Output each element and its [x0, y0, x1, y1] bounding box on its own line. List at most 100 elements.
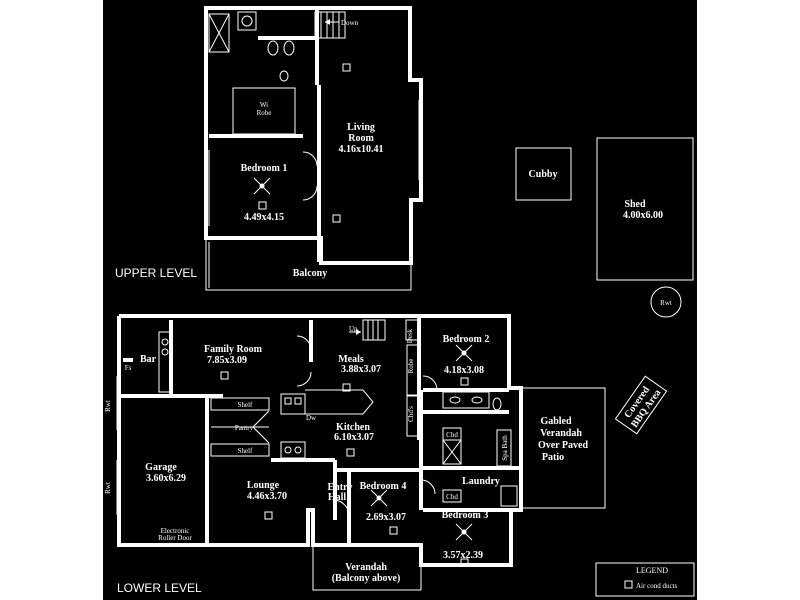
garage-label: Garage — [145, 462, 177, 473]
toilet-3 — [279, 70, 289, 82]
shelf-bottom — [210, 443, 270, 457]
air-duct-icon — [460, 558, 469, 567]
family-door — [296, 335, 312, 351]
hall-label: Hall — [328, 492, 347, 503]
air-duct-icon — [220, 371, 229, 380]
balcony-label: Balcony — [293, 268, 327, 279]
cbd-bottom-label: Cbd — [446, 493, 458, 501]
bedroom2-size: 4.18x3.08 — [444, 365, 484, 376]
air-duct-icon — [332, 214, 341, 223]
upper-level-label: UPPER LEVEL — [115, 266, 197, 280]
cubby-outline — [515, 147, 572, 201]
legend-box — [595, 562, 695, 597]
cbd-bottom-box — [442, 489, 462, 503]
robe-box — [406, 344, 420, 396]
gabled-label-2: Verandah — [540, 428, 582, 439]
family-room-size: 7.85x3.09 — [207, 355, 247, 366]
living-room-label-2: Room — [348, 133, 374, 144]
shelf-top — [210, 397, 270, 411]
entry-door — [334, 499, 350, 517]
shower-lower — [442, 439, 462, 465]
pantry-door — [252, 410, 270, 444]
gabled-label-3: Over Paved — [538, 440, 589, 451]
roller-door-label-1: Electronic — [161, 527, 190, 535]
spa-bath-label: Spa Bath — [501, 435, 509, 461]
air-duct-icon — [258, 201, 267, 210]
air-duct-icon — [346, 448, 355, 457]
bedroom3-label: Bedroom 3 — [442, 510, 489, 521]
bed4-door — [420, 479, 436, 495]
toilet-2 — [283, 40, 295, 56]
bar-label: Bar — [140, 354, 157, 365]
floor-plan: Down Wi Robe Living Room 4.16x10.41 Bedr… — [103, 0, 697, 600]
air-duct-icon — [460, 377, 469, 386]
wi-robe-label: Wi — [260, 101, 268, 109]
verandah-label-2: (Balcony above) — [332, 573, 401, 584]
air-duct-icon — [264, 511, 273, 520]
front-verandah-outline — [312, 545, 421, 591]
dishwasher-sink — [280, 393, 306, 415]
chds-label: Chd's — [407, 406, 415, 422]
shed-outline — [596, 137, 694, 281]
bedroom4-label: Bedroom 4 — [360, 481, 407, 492]
robe-label: Robe — [407, 359, 415, 374]
lounge-size: 4.46x3.70 — [247, 491, 287, 502]
family-room-label: Family Room — [204, 344, 263, 355]
lower-stair — [362, 319, 386, 341]
gabled-label-1: Gabled — [540, 416, 572, 427]
bedroom3-size: 3.57x2.39 — [443, 550, 483, 561]
floor-plan-drawing: Down Wi Robe Living Room 4.16x10.41 Bedr… — [104, 6, 695, 597]
upper-outer-wall — [204, 6, 423, 265]
air-duct-icon — [624, 580, 633, 589]
gabled-label-4: Patio — [542, 452, 564, 463]
down-label: Down — [341, 19, 359, 27]
rwt-left-bottom: Rwt — [104, 482, 112, 494]
shower — [208, 13, 230, 53]
shelf-bottom-label: Shelf — [238, 447, 253, 455]
verandah-label: Verandah — [345, 562, 387, 573]
dw-label: Dw — [306, 414, 317, 422]
kitchen-size: 6.10x3.07 — [334, 432, 374, 443]
shelf-top-label: Shelf — [238, 401, 253, 409]
legend: LEGEND Air cond ducts — [595, 562, 695, 597]
wi-robe-label-2: Robe — [257, 109, 272, 117]
upper-level — [204, 6, 423, 291]
toilet-1 — [267, 40, 279, 56]
air-duct-icon — [342, 383, 351, 392]
bedroom2-label: Bedroom 2 — [443, 334, 490, 345]
desk-label: Desk — [406, 328, 414, 343]
shed-size: 4.00x6.00 — [623, 210, 663, 221]
living-room-size: 4.16x10.41 — [339, 144, 384, 155]
air-duct-icon — [389, 526, 398, 535]
living-room-label: Living — [347, 122, 375, 133]
bar-counter — [158, 331, 172, 393]
ceiling-fan-icon — [370, 489, 388, 507]
air-duct-icon — [342, 63, 351, 72]
vanity — [442, 391, 490, 409]
bbq-area: Covered BBQ Area — [614, 375, 668, 435]
bedroom4-size: 2.69x3.07 — [366, 512, 406, 523]
bedroom2-door — [422, 375, 438, 391]
laundry-label: Laundry — [462, 476, 500, 487]
kitchen-island — [305, 389, 374, 415]
legend-title: LEGEND — [636, 566, 668, 575]
kitchen-label: Kitchen — [336, 422, 370, 433]
entry-label: Entry — [328, 482, 353, 493]
ceiling-fan-icon — [455, 523, 473, 541]
roller-door-label-2: Roller Door — [158, 534, 192, 542]
gabled-verandah-outline — [520, 387, 606, 509]
lounge-label: Lounge — [247, 480, 280, 491]
basin — [237, 11, 257, 31]
lower-level — [116, 314, 606, 591]
lower-level-label: LOWER LEVEL — [117, 581, 202, 595]
rwt-left-top: Rwt — [104, 400, 112, 412]
up-label: Up — [349, 325, 358, 333]
fs-label: Fs — [125, 364, 132, 372]
ceiling-fan-icon — [253, 177, 271, 195]
ceiling-fan-icon — [455, 344, 473, 362]
rainwater-tank — [650, 286, 682, 318]
legend-item: Air cond ducts — [636, 582, 677, 590]
garage-size: 3.60x6.29 — [146, 473, 186, 484]
bedroom1-size: 4.49x4.15 — [244, 212, 284, 223]
bedroom1-door — [302, 151, 318, 167]
